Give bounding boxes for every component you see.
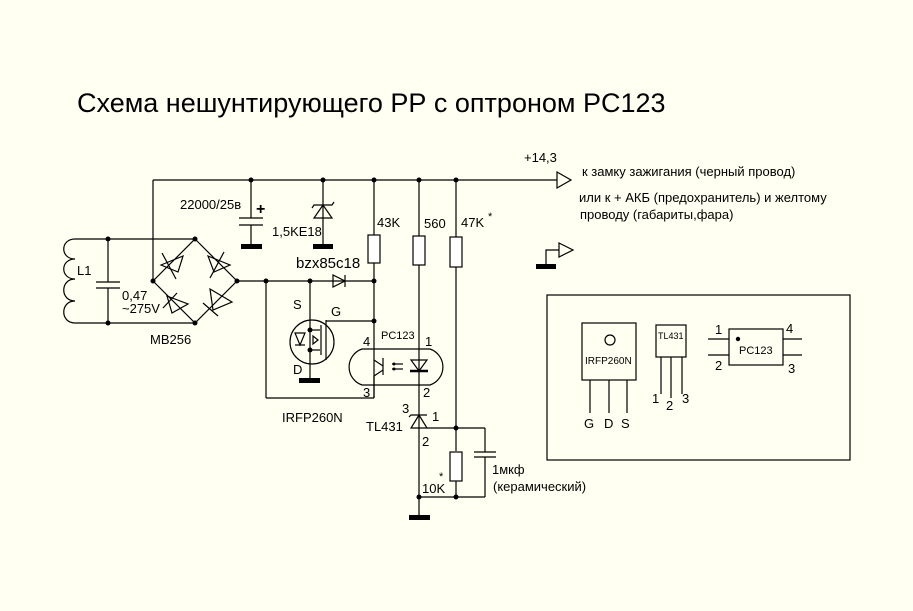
pinout-mosfet-label: IRFP260N bbox=[585, 356, 632, 367]
opto-pin4-label: 4 bbox=[363, 334, 370, 349]
zener-diode bbox=[263, 274, 377, 288]
r2-label: 560 bbox=[424, 216, 446, 231]
opto-pin3-label: 3 bbox=[363, 385, 370, 400]
zener-label: bzx85c18 bbox=[296, 255, 360, 272]
pinout-mosfet-pin-d: D bbox=[604, 416, 613, 431]
inductor-l1 bbox=[63, 238, 108, 324]
pinout-tl431-pin3: 3 bbox=[682, 391, 689, 406]
pinout-mosfet-pin-g: G bbox=[584, 416, 594, 431]
resistor-43k bbox=[367, 180, 381, 321]
bridge-diode-4 bbox=[202, 287, 234, 317]
pinout-pc123-label: PC123 bbox=[739, 345, 773, 357]
supply-note-line1: к замку зажигания (черный провод) bbox=[582, 164, 795, 179]
pinout-box: IRFP260N G D S TL431 1 2 3 PC123 1 2 3 4 bbox=[546, 294, 851, 461]
pinout-tl431-label: TL431 bbox=[658, 331, 684, 341]
pinout-pc123-pin3: 3 bbox=[788, 361, 795, 376]
tl431-pin3-label: 3 bbox=[402, 401, 409, 416]
ground-symbol bbox=[409, 515, 430, 520]
tvs-diode bbox=[311, 180, 335, 249]
bridge-diode-1 bbox=[159, 252, 184, 280]
tl431-pin1-label: 1 bbox=[432, 409, 439, 424]
input-cap-voltage: ~275V bbox=[122, 301, 160, 316]
r3-mark: * bbox=[488, 211, 493, 223]
positive-bus bbox=[153, 170, 573, 190]
mosfet-drain-label: D bbox=[293, 362, 302, 377]
inductor-label: L1 bbox=[77, 263, 91, 278]
filter-cap-value: 1мкф bbox=[492, 462, 525, 477]
supply-voltage-label: +14,3 bbox=[524, 150, 557, 165]
filter-cap-note: (керамический) bbox=[493, 479, 586, 494]
bridge-diode-2 bbox=[206, 251, 232, 279]
resistor-10k bbox=[449, 451, 463, 497]
supply-note-line3: проводу (габариты,фара) bbox=[580, 207, 733, 222]
main-capacitor bbox=[239, 180, 263, 249]
mosfet-gate-label: G bbox=[331, 304, 341, 319]
pinout-tl431-pin2: 2 bbox=[666, 398, 673, 413]
mosfet bbox=[265, 281, 377, 399]
input-cap-value: 0,47 bbox=[122, 288, 147, 303]
filter-capacitor bbox=[409, 427, 496, 520]
output-terminal-arrow bbox=[556, 170, 573, 190]
schematic-title: Схема нешунтирующего РР с оптроном PC123 bbox=[77, 88, 666, 118]
pinout-tl431-pin1: 1 bbox=[652, 391, 659, 406]
main-cap-label: 22000/25в bbox=[180, 197, 241, 212]
input-capacitor bbox=[96, 236, 120, 326]
mosfet-source-label: S bbox=[293, 297, 302, 312]
resistor-47k bbox=[449, 180, 463, 451]
supply-note-line2: или к + АКБ (предохранитель) и желтому bbox=[579, 190, 827, 205]
tvs-label: 1,5KE18 bbox=[272, 224, 322, 239]
opto-pin2-label: 2 bbox=[423, 385, 430, 400]
pc123-package bbox=[708, 328, 802, 366]
tl431-label: TL431 bbox=[366, 419, 403, 434]
pinout-mosfet-pin-s: S bbox=[621, 416, 630, 431]
tl431-package bbox=[655, 324, 687, 398]
tl431-pin2-label: 2 bbox=[422, 434, 429, 449]
main-cap-polarity: + bbox=[256, 201, 265, 218]
ground-symbol bbox=[536, 264, 556, 269]
r3-label: 47K bbox=[461, 215, 484, 230]
pinout-pc123-pin2: 2 bbox=[715, 358, 722, 373]
bridge-diode-3 bbox=[162, 292, 190, 314]
opto-pin1-label: 1 bbox=[425, 334, 432, 349]
r4-mark: * bbox=[439, 471, 444, 483]
mosfet-label: IRFP260N bbox=[282, 410, 343, 425]
optocoupler bbox=[348, 321, 444, 398]
r4-label: 10K bbox=[422, 481, 445, 496]
ground-terminal bbox=[536, 242, 575, 269]
opto-label: PC123 bbox=[381, 330, 415, 342]
bridge-label: MB256 bbox=[150, 332, 191, 347]
r1-label: 43K bbox=[377, 215, 400, 230]
pinout-pc123-pin4: 4 bbox=[786, 321, 793, 336]
pinout-pc123-pin1: 1 bbox=[715, 322, 722, 337]
mosfet-package bbox=[581, 322, 637, 413]
bridge-rectifier bbox=[108, 180, 374, 326]
